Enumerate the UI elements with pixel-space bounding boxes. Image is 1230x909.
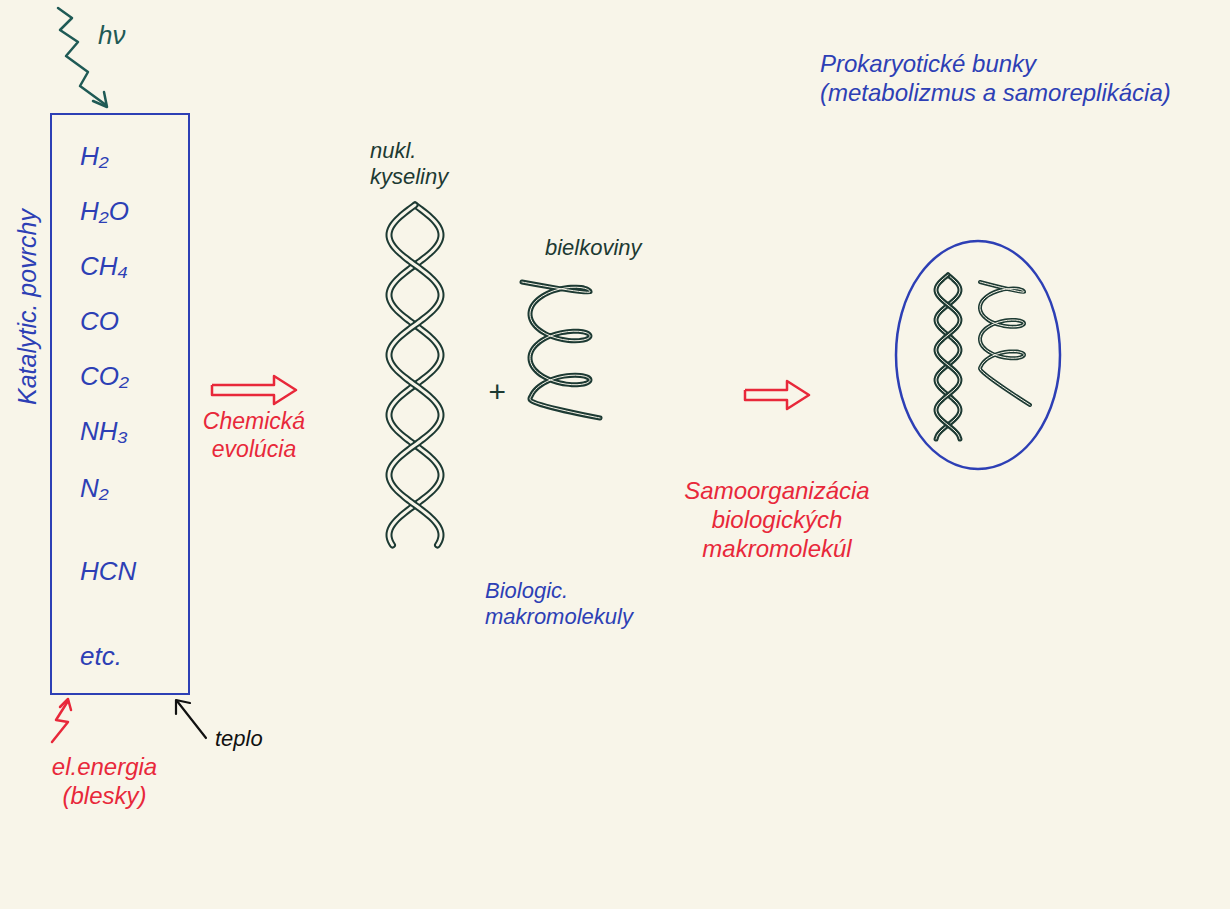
heat-arrow xyxy=(177,701,206,738)
process-label: Samoorganizácia biologických makromolekú… xyxy=(637,477,917,563)
chemical-formula: NH₃ xyxy=(80,416,128,447)
arrow-head xyxy=(93,92,107,107)
dna-strand xyxy=(389,205,441,545)
arrow-head xyxy=(60,699,71,710)
chemical-formula: etc. xyxy=(80,641,122,672)
cell-heading: Prokaryotické bunky (metabolizmus a samo… xyxy=(820,50,1175,108)
energy-label: el.energia (blesky) xyxy=(22,753,187,811)
group-label: Biologic. makromolekuly xyxy=(485,578,675,631)
chemical-formula: CH₄ xyxy=(80,251,128,282)
molecule-label: bielkoviny xyxy=(545,235,642,261)
cell-outline xyxy=(896,241,1060,469)
plus-sign: + xyxy=(488,374,506,410)
node-heading: Katalytic. povrchy xyxy=(12,209,42,405)
process-label: Chemická evolúcia xyxy=(192,408,316,463)
chemical-formula: H₂O xyxy=(80,196,129,227)
flow-arrow xyxy=(745,381,809,409)
dna-strand-core xyxy=(936,275,960,439)
dna-strand xyxy=(936,275,960,439)
energy-label: hν xyxy=(98,20,125,51)
chemical-formula: HCN xyxy=(80,556,136,587)
molecule-label: nukl. kyseliny xyxy=(370,138,490,191)
protein-coil xyxy=(522,282,600,418)
cell-outline xyxy=(893,238,1063,472)
cell-ellipse: Prokaryotické bunky (metabolizmus a samo… xyxy=(815,50,1180,475)
protein-coil-core xyxy=(522,282,600,418)
protein-coil-core xyxy=(980,282,1030,405)
reaction-box: Katalytic. povrchyH₂H₂OCH₄COCO₂NH₃N₂HCNe… xyxy=(50,113,190,695)
energy-label: teplo xyxy=(215,726,263,752)
chemical-formula: N₂ xyxy=(80,473,109,504)
dna-strand xyxy=(389,205,441,545)
dna-strand-core xyxy=(936,275,960,439)
protein-coil xyxy=(980,282,1030,405)
chemical-formula: CO xyxy=(80,306,119,337)
chemical-formula: H₂ xyxy=(80,141,109,172)
chemical-formula: CO₂ xyxy=(80,361,129,392)
dna-strand-core xyxy=(389,205,441,545)
dna-strand xyxy=(936,275,960,439)
macromolecule-group: nukl. kyseliny bielkovinyBiologic. makrom… xyxy=(300,130,735,710)
flow-arrow xyxy=(212,376,296,404)
arrow-head xyxy=(176,700,190,714)
dna-strand-core xyxy=(389,205,441,545)
